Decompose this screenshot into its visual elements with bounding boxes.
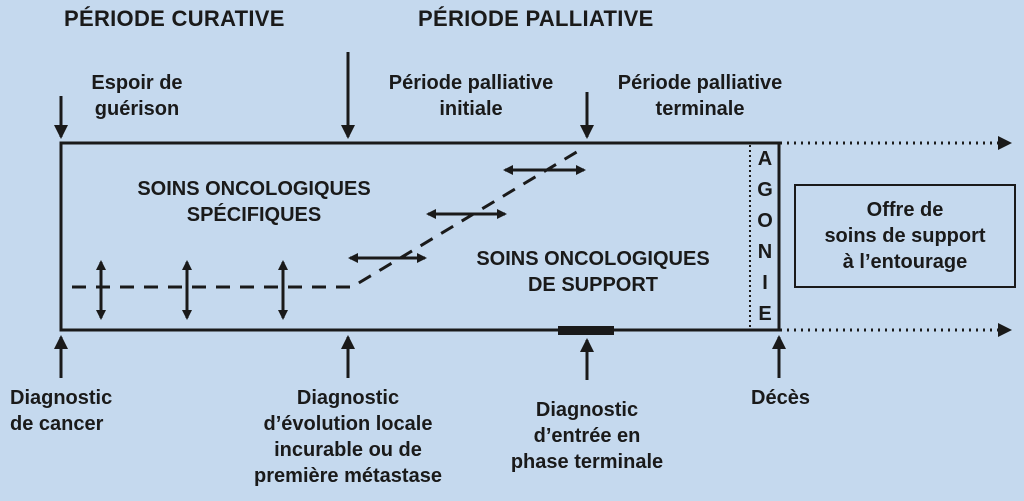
label-palliative-terminale-line2: terminale — [655, 98, 745, 120]
label-diagnostic-evolution: Diagnostic d’évolution locale incurable … — [228, 385, 468, 489]
label-palliative-initiale: Période palliative initiale — [368, 70, 574, 122]
care-separation-line — [72, 148, 581, 289]
support-entourage-line2: soins de support — [824, 225, 986, 247]
support-entourage-line3: à l’entourage — [842, 251, 968, 273]
label-soins-support-line2: DE SUPPORT — [527, 274, 659, 296]
label-diagnostic-terminale-line3: phase terminale — [510, 451, 664, 473]
label-espoir-line2: guérison — [94, 98, 180, 120]
label-diagnostic-evolution-line2: d’évolution locale — [263, 413, 433, 435]
support-entourage-line1: Offre de — [866, 199, 944, 221]
terminal-phase-marker — [558, 326, 614, 335]
label-palliative-initiale-line2: initiale — [439, 98, 503, 120]
label-soins-support: SOINS ONCOLOGIQUES DE SUPPORT — [440, 246, 746, 298]
label-diagnostic-cancer: Diagnostic de cancer — [10, 385, 112, 437]
agonie-letter: I — [762, 271, 768, 294]
label-soins-specifiques-line2: SPÉCIFIQUES — [186, 204, 322, 226]
label-palliative-initiale-line1: Période palliative — [388, 72, 554, 94]
label-espoir: Espoir de guérison — [58, 70, 216, 122]
timeline-box — [59, 141, 781, 332]
agonie-letter: E — [758, 302, 772, 325]
agonie-letter: G — [757, 179, 773, 202]
header-curative: PÉRIODE CURATIVE — [64, 6, 285, 31]
label-diagnostic-cancer-line2: de cancer — [10, 413, 104, 435]
label-diagnostic-terminale: Diagnostic d’entrée en phase terminale — [486, 397, 688, 475]
agonie-label: A G O N I E — [750, 144, 780, 329]
label-diagnostic-terminale-line1: Diagnostic — [535, 399, 639, 421]
header-palliative: PÉRIODE PALLIATIVE — [418, 6, 654, 31]
label-deces-line1: Décès — [751, 387, 810, 409]
label-diagnostic-terminale-line2: d’entrée en — [533, 425, 641, 447]
agonie-letter: O — [757, 210, 773, 233]
label-diagnostic-evolution-line1: Diagnostic — [296, 387, 400, 409]
label-palliative-terminale: Période palliative terminale — [596, 70, 804, 122]
label-palliative-terminale-line1: Période palliative — [617, 72, 783, 94]
support-entourage-box: Offre de soins de support à l’entourage — [794, 184, 1016, 288]
label-deces: Décès — [751, 385, 810, 411]
label-soins-specifiques: SOINS ONCOLOGIQUES SPÉCIFIQUES — [104, 176, 404, 228]
label-diagnostic-evolution-line4: première métastase — [254, 465, 442, 487]
agonie-letter: N — [757, 240, 773, 263]
label-soins-specifiques-line1: SOINS ONCOLOGIQUES — [137, 178, 371, 200]
label-espoir-line1: Espoir de — [91, 72, 183, 94]
label-soins-support-line1: SOINS ONCOLOGIQUES — [476, 248, 710, 270]
label-diagnostic-evolution-line3: incurable ou de — [274, 439, 422, 461]
label-diagnostic-cancer-line1: Diagnostic — [10, 387, 113, 409]
agonie-letter: A — [757, 148, 773, 171]
